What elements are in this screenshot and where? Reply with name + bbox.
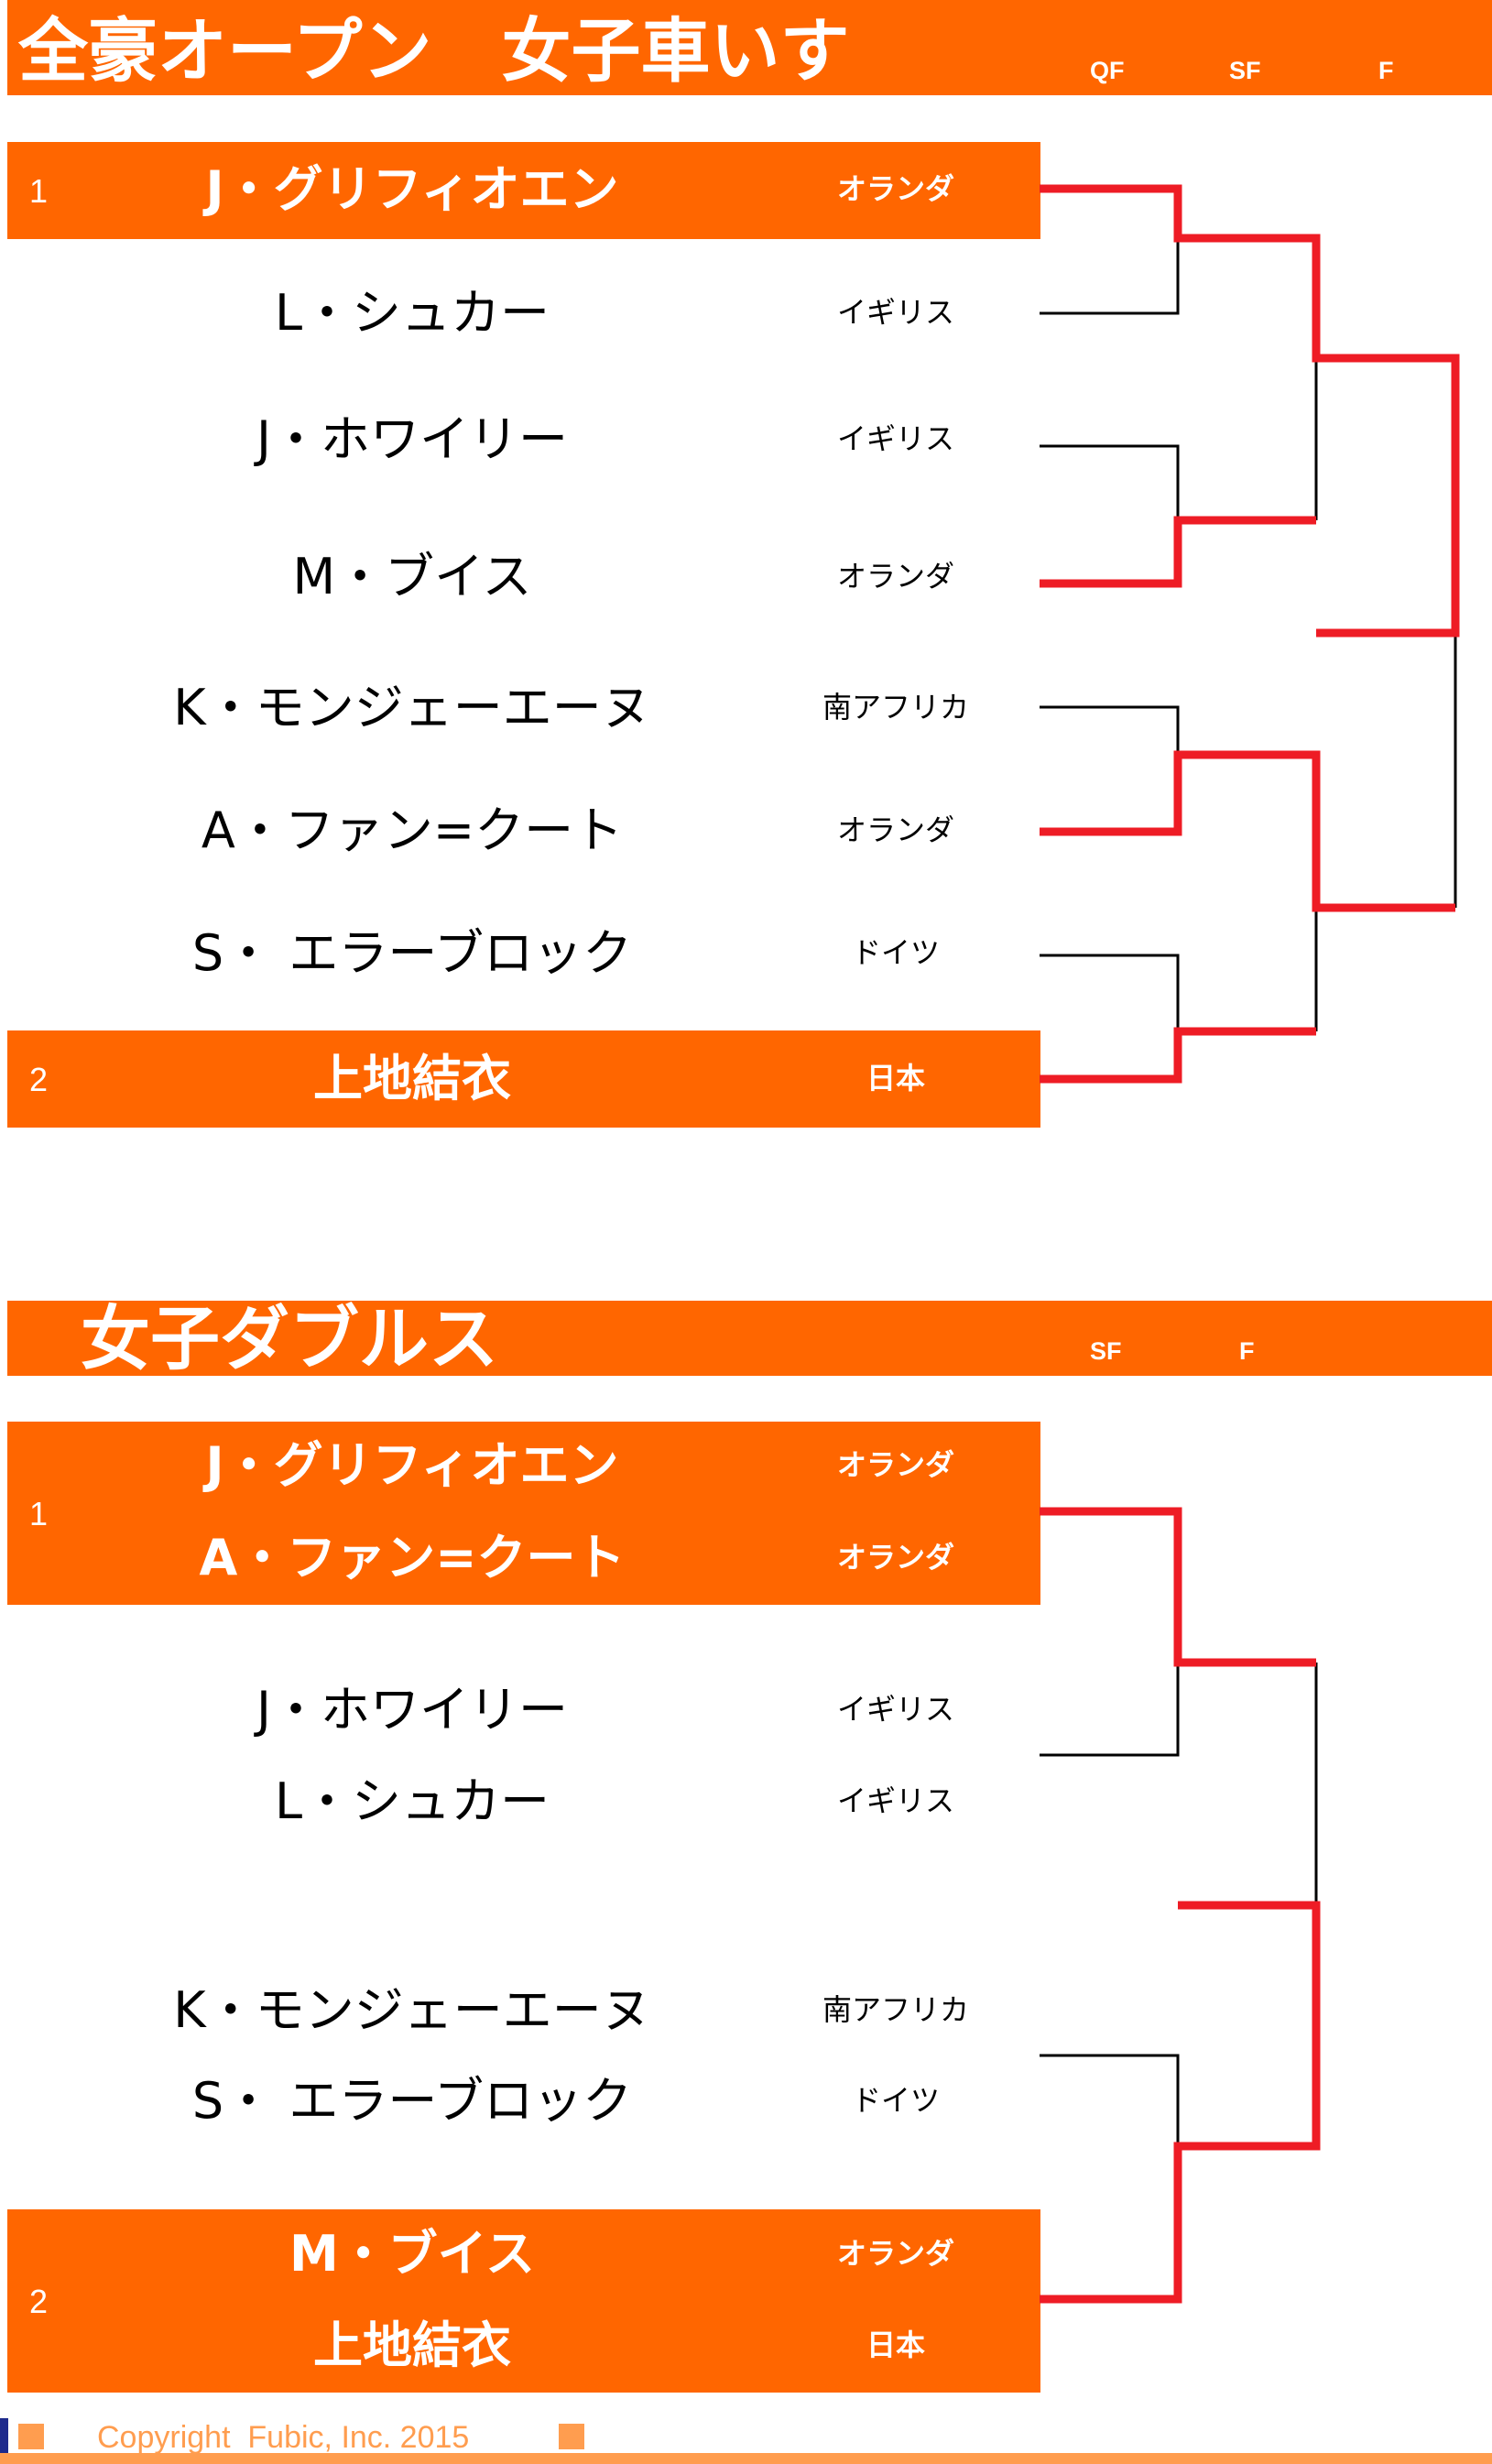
doubles-seed-1: 1	[29, 1495, 49, 1532]
doubles-player-country: イギリス	[836, 1783, 954, 1818]
singles-player-name: L・シュカー	[274, 284, 550, 342]
singles-seed2-row	[7, 1030, 1040, 1128]
doubles-player-name: J・ホワイリー	[256, 1681, 568, 1739]
singles-player-name: J・ホワイリー	[256, 410, 568, 468]
singles-header-bar	[7, 0, 1492, 95]
singles-seed1-row	[7, 142, 1040, 239]
singles-player-country: 日本	[866, 1061, 925, 1096]
doubles-seed-2: 2	[29, 2283, 49, 2320]
singles-player-name: J・グリフィオエン	[205, 160, 619, 218]
doubles-player-name: 上地結衣	[313, 2317, 511, 2374]
doubles-player-country: オランダ	[836, 1540, 954, 1575]
doubles-seed2-team	[7, 2209, 1040, 2393]
doubles-bracket-loser-lines	[1040, 1663, 1318, 2146]
doubles-round-sf: SF	[1090, 1337, 1122, 1365]
singles-player-name: K・モンジェーエーヌ	[173, 679, 651, 736]
singles-player-country: オランダ	[836, 171, 954, 206]
singles-player-country: イギリス	[836, 421, 954, 456]
doubles-player-name: L・シュカー	[274, 1772, 550, 1830]
singles-round-sf: SF	[1229, 57, 1261, 84]
doubles-header-bar	[7, 1301, 1492, 1376]
doubles-player-country: イギリス	[836, 1692, 954, 1727]
doubles-player-country: 南アフリカ	[822, 1992, 969, 2027]
doubles-player-name: M・ブイス	[289, 2225, 536, 2283]
doubles-player-country: ドイツ	[851, 2083, 940, 2118]
singles-player-country: イギリス	[836, 295, 954, 330]
footer-left-marker	[0, 2418, 8, 2464]
doubles-player-country: オランダ	[836, 1447, 954, 1482]
singles-player-country: オランダ	[836, 559, 954, 594]
singles-player-name: M・ブイス	[292, 548, 532, 605]
doubles-player-name: A・ファン=クート	[199, 1529, 626, 1586]
doubles-player-country: 日本	[866, 2328, 925, 2362]
footer-rule	[0, 2453, 1492, 2464]
doubles-round-f: F	[1239, 1337, 1255, 1365]
doubles-player-country: オランダ	[836, 2236, 954, 2271]
doubles-bracket-winner-lines	[1040, 1507, 1321, 2304]
footer-square-left	[18, 2424, 44, 2449]
doubles-title: 女子ダブルス	[81, 1298, 498, 1379]
doubles-player-name: S・ エラーブロック	[191, 2072, 633, 2130]
singles-player-name: 上地結衣	[313, 1050, 511, 1107]
singles-player-country: ドイツ	[851, 935, 940, 970]
singles-round-qf: QF	[1090, 57, 1125, 84]
singles-player-country: 南アフリカ	[822, 690, 969, 725]
doubles-player-name: K・モンジェーエーヌ	[173, 1981, 651, 2039]
doubles-seed1-team	[7, 1422, 1040, 1605]
singles-seed-2: 2	[29, 1061, 49, 1098]
singles-bracket-winner-lines	[1040, 184, 1460, 1084]
doubles-player-name: J・グリフィオエン	[205, 1436, 619, 1494]
singles-round-f: F	[1378, 57, 1394, 84]
singles-player-country: オランダ	[836, 812, 954, 847]
singles-seed-1: 1	[29, 172, 49, 210]
footer-copyright: Copyright Fubic, Inc. 2015	[97, 2420, 470, 2455]
footer-square-right	[559, 2424, 584, 2449]
singles-player-name: A・ファン=クート	[201, 801, 624, 859]
singles-player-name: S・ エラーブロック	[191, 924, 633, 982]
singles-title: 全豪オープン 女子車いす	[18, 10, 850, 92]
